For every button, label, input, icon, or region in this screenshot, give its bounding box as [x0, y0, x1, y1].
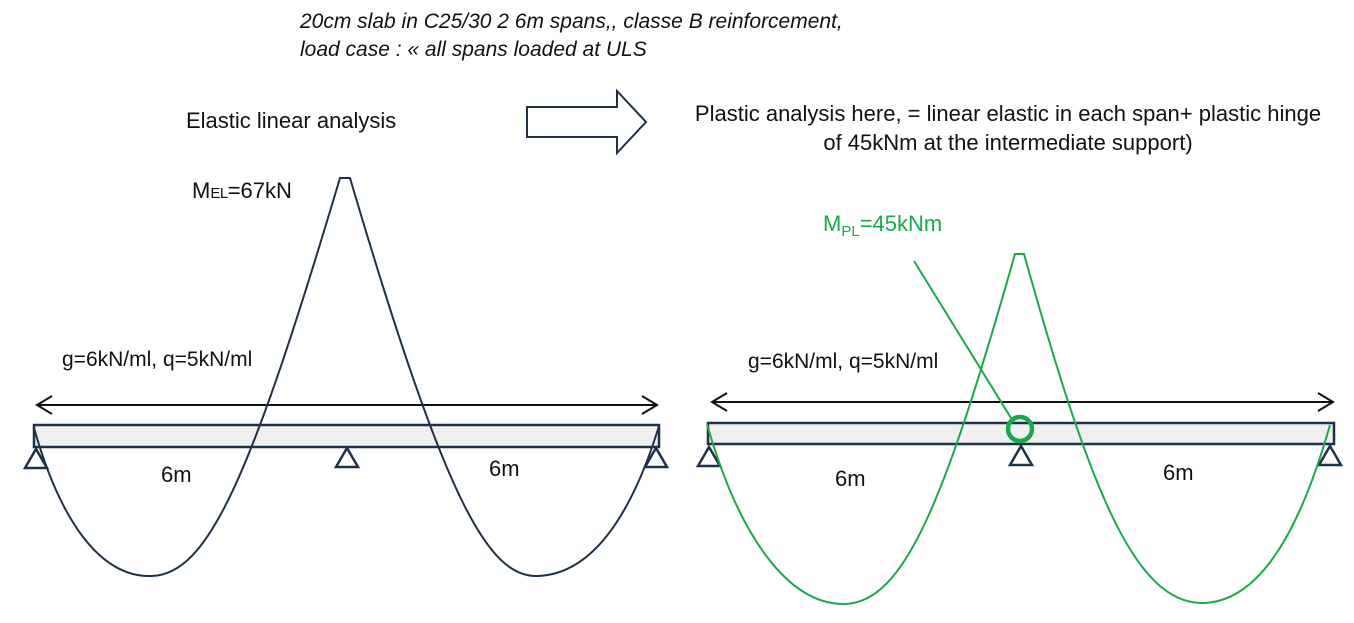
hinge-pointer-line [913, 260, 1012, 419]
elastic-load-label: g=6kN/ml, q=5kN/ml [62, 348, 253, 371]
moment-subscript: EL [210, 185, 228, 202]
plastic-span2-label: 6m [1163, 460, 1194, 485]
triangle-support-icon [1007, 443, 1035, 467]
plastic-moment-curve [706, 253, 1331, 606]
right-block-arrow-icon [526, 88, 648, 156]
triangle-support-icon [1316, 443, 1344, 467]
elastic-moment-label: MEL=67kN [192, 178, 292, 204]
elastic-moment-curve [33, 177, 660, 578]
moment-symbol: M [192, 178, 211, 203]
plastic-dimension-arrow [710, 392, 1335, 412]
plastic-span1-label: 6m [835, 466, 866, 491]
elastic-span1-label: 6m [161, 462, 192, 487]
moment-subscript: PL [841, 223, 860, 240]
triangle-support-icon [695, 444, 723, 468]
triangle-support-icon [642, 445, 670, 469]
elastic-heading: Elastic linear analysis [186, 108, 397, 133]
diagram-title: 20cm slab in C25/30 2 6m spans,, classe … [300, 8, 843, 64]
title-line-1: 20cm slab in C25/30 2 6m spans,, classe … [300, 10, 843, 33]
triangle-support-icon [22, 446, 50, 470]
plastic-load-label: g=6kN/ml, q=5kN/ml [748, 350, 939, 373]
elastic-beam [32, 423, 661, 449]
plastic-heading: Plastic analysis here, = linear elastic … [694, 101, 1322, 155]
circle-hinge-icon [1005, 414, 1035, 444]
title-line-2: load case : « all spans loaded at ULS [300, 38, 647, 61]
elastic-dimension-arrow [35, 395, 659, 415]
elastic-span2-label: 6m [489, 456, 520, 481]
moment-symbol: M [823, 211, 842, 236]
moment-value: =67kN [227, 178, 292, 203]
moment-value: =45kNm [859, 211, 943, 236]
triangle-support-icon [333, 445, 361, 469]
plastic-moment-label: MPL=45kNm [823, 211, 942, 240]
